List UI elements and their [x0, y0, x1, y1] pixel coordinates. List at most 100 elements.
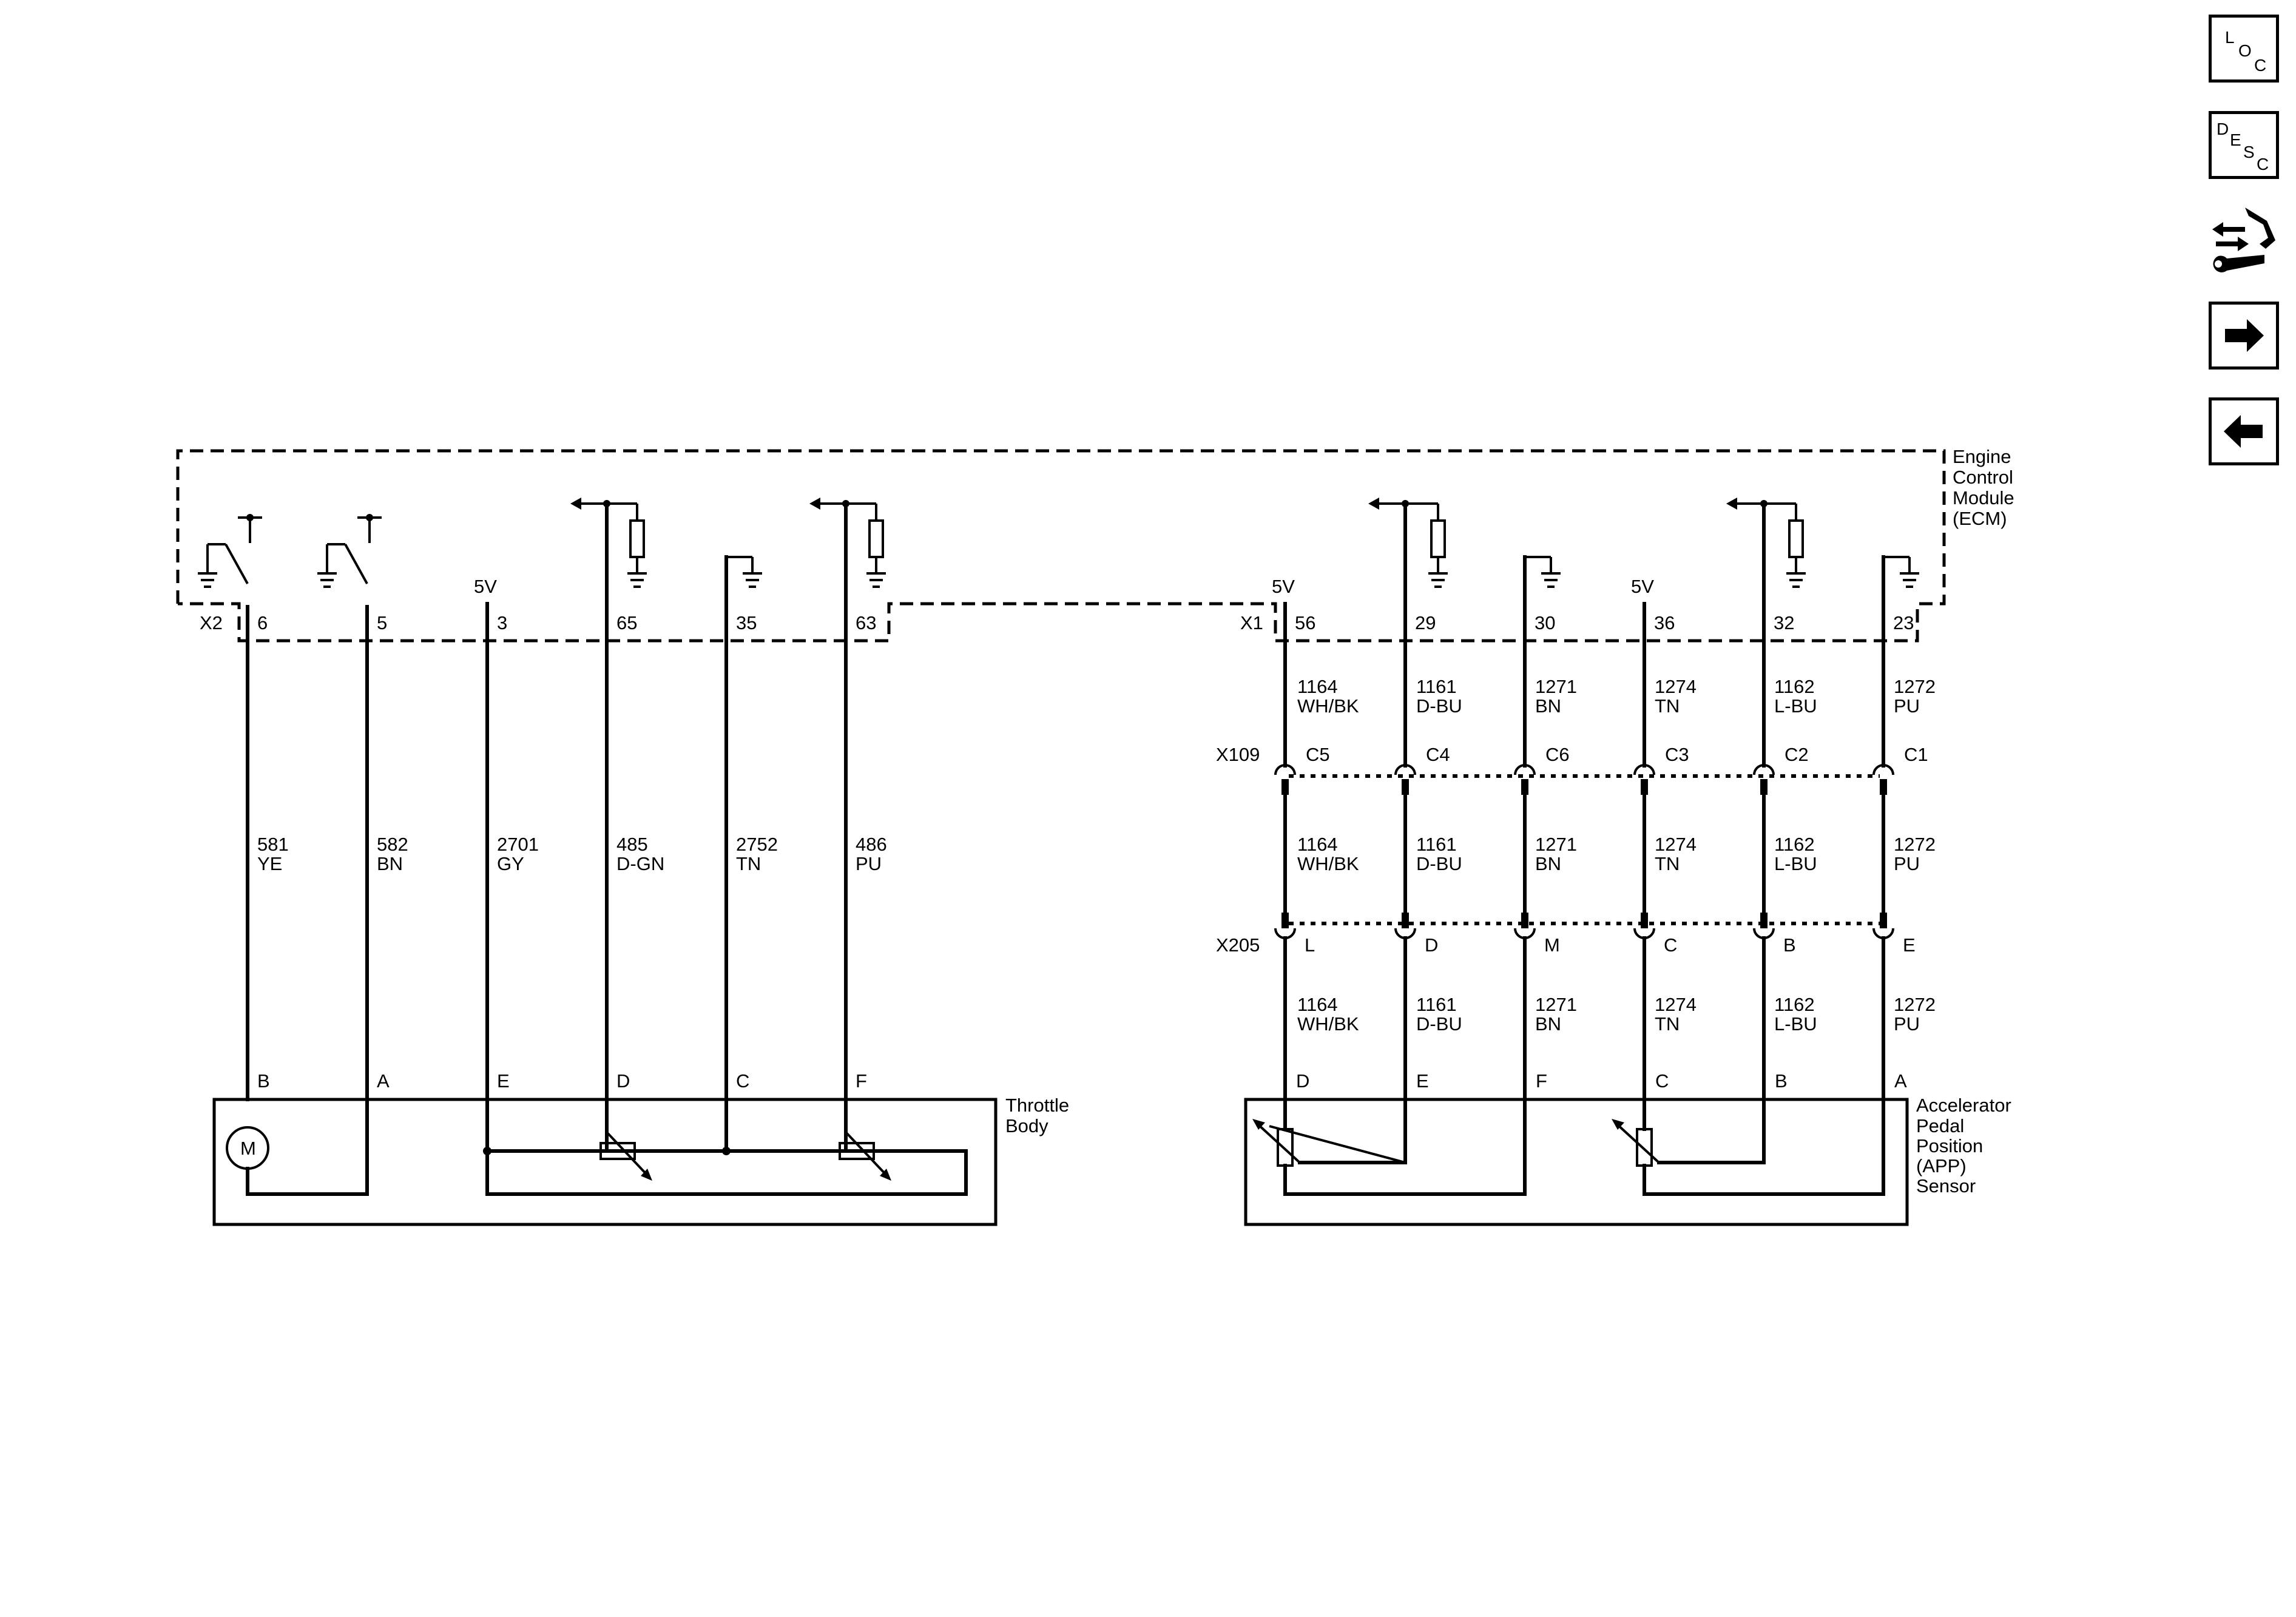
throttle-body-wiring: M [198, 498, 998, 1226]
app-sensor-2 [1612, 1119, 1885, 1196]
svg-text:581: 581 [257, 834, 289, 855]
svg-text:E: E [2230, 130, 2241, 149]
svg-text:D-BU: D-BU [1416, 1013, 1462, 1035]
app-sensor-wiring [1244, 498, 1919, 1226]
svg-text:485: 485 [616, 834, 648, 855]
svg-text:56: 56 [1295, 612, 1315, 633]
svg-text:Control: Control [1953, 467, 2013, 488]
svg-text:PU: PU [1894, 853, 1920, 874]
ecm-pullup-32 [1726, 498, 1806, 588]
svg-text:BN: BN [1535, 695, 1561, 717]
svg-text:PU: PU [856, 853, 882, 874]
svg-text:Sensor: Sensor [1916, 1175, 1976, 1197]
svg-text:1162: 1162 [1774, 676, 1815, 697]
svg-text:E: E [1903, 934, 1916, 956]
svg-text:35: 35 [736, 612, 757, 633]
svg-text:PU: PU [1894, 1013, 1920, 1035]
svg-text:L-BU: L-BU [1774, 1013, 1817, 1035]
svg-text:1164: 1164 [1297, 834, 1338, 855]
desc-button[interactable]: D E S C [2209, 111, 2279, 179]
svg-text:BN: BN [1535, 1013, 1561, 1035]
svg-text:2752: 2752 [736, 834, 778, 855]
svg-text:1272: 1272 [1894, 834, 1936, 855]
throttle-labels: X2 6 5 3 65 35 63 5V 581 YE 582 BN 2701 … [200, 576, 1069, 1136]
loc-icon: L O C [2225, 28, 2266, 75]
svg-text:E: E [1416, 1070, 1429, 1092]
svg-text:C: C [2257, 155, 2269, 174]
loc-button[interactable]: L O C [2209, 15, 2279, 83]
svg-text:29: 29 [1415, 612, 1436, 633]
svg-text:C6: C6 [1545, 744, 1570, 765]
svg-text:L-BU: L-BU [1774, 853, 1817, 874]
svg-text:Throttle: Throttle [1005, 1095, 1069, 1116]
svg-text:C: C [2254, 56, 2266, 75]
svg-text:1162: 1162 [1774, 834, 1815, 855]
svg-text:D: D [616, 1070, 630, 1092]
svg-text:3: 3 [497, 612, 507, 633]
next-button[interactable] [2209, 302, 2279, 370]
svg-text:1164: 1164 [1297, 676, 1338, 697]
svg-text:X1: X1 [1240, 612, 1263, 633]
svg-text:C2: C2 [1784, 744, 1809, 765]
svg-text:1162: 1162 [1774, 994, 1815, 1015]
svg-text:A: A [1894, 1070, 1907, 1092]
svg-text:1272: 1272 [1894, 676, 1936, 697]
svg-text:582: 582 [377, 834, 408, 855]
svg-text:5V: 5V [1631, 576, 1654, 597]
svg-text:TN: TN [1655, 1013, 1680, 1035]
ecm-ground-23 [1883, 556, 1919, 588]
svg-text:PU: PU [1894, 695, 1920, 717]
prev-button[interactable] [2209, 397, 2279, 465]
desc-icon: D E S C [2217, 120, 2269, 174]
svg-text:1164: 1164 [1297, 994, 1338, 1015]
x205-connector [1274, 913, 1894, 939]
svg-text:D-GN: D-GN [616, 853, 664, 874]
app-sensor-1 [1252, 1119, 1527, 1196]
svg-text:X109: X109 [1216, 744, 1260, 765]
svg-text:L: L [1305, 934, 1315, 956]
svg-text:Engine: Engine [1953, 446, 2011, 467]
svg-text:1274: 1274 [1655, 834, 1697, 855]
svg-text:A: A [377, 1070, 390, 1092]
svg-text:1161: 1161 [1416, 834, 1457, 855]
svg-text:1161: 1161 [1416, 676, 1457, 697]
ecm-boundary [176, 449, 1946, 643]
svg-text:C: C [1655, 1070, 1669, 1092]
connector-wrench-icon [2212, 208, 2275, 272]
arrow-left-icon [2224, 415, 2263, 448]
svg-text:E: E [497, 1070, 510, 1092]
svg-text:C4: C4 [1426, 744, 1450, 765]
svg-text:(ECM): (ECM) [1953, 508, 2007, 529]
svg-text:C1: C1 [1904, 744, 1928, 765]
svg-text:YE: YE [257, 853, 282, 874]
svg-text:5V: 5V [474, 576, 497, 597]
ecm-pullup-65 [570, 498, 647, 588]
svg-text:1271: 1271 [1535, 676, 1577, 697]
ecm-ground-35 [726, 556, 762, 588]
svg-text:WH/BK: WH/BK [1297, 1013, 1359, 1035]
svg-text:TN: TN [1655, 853, 1680, 874]
svg-text:Accelerator: Accelerator [1916, 1095, 2011, 1116]
svg-text:M: M [1544, 934, 1560, 956]
svg-text:B: B [257, 1070, 270, 1092]
svg-text:B: B [1775, 1070, 1788, 1092]
ecm-pullup-29 [1368, 498, 1448, 588]
svg-text:2701: 2701 [497, 834, 539, 855]
connector-button[interactable] [2209, 200, 2279, 279]
svg-text:486: 486 [856, 834, 887, 855]
svg-text:F: F [856, 1070, 867, 1092]
svg-text:1274: 1274 [1655, 676, 1697, 697]
svg-text:F: F [1536, 1070, 1547, 1092]
svg-text:1271: 1271 [1535, 994, 1577, 1015]
svg-text:D: D [2217, 120, 2229, 138]
svg-text:D: D [1425, 934, 1438, 956]
svg-text:C5: C5 [1306, 744, 1330, 765]
svg-text:Pedal: Pedal [1916, 1115, 1964, 1136]
svg-text:5V: 5V [1272, 576, 1295, 597]
svg-text:L-BU: L-BU [1774, 695, 1817, 717]
svg-text:O: O [2238, 41, 2252, 60]
svg-text:BN: BN [377, 853, 403, 874]
svg-text:B: B [1783, 934, 1796, 956]
svg-text:WH/BK: WH/BK [1297, 695, 1359, 717]
